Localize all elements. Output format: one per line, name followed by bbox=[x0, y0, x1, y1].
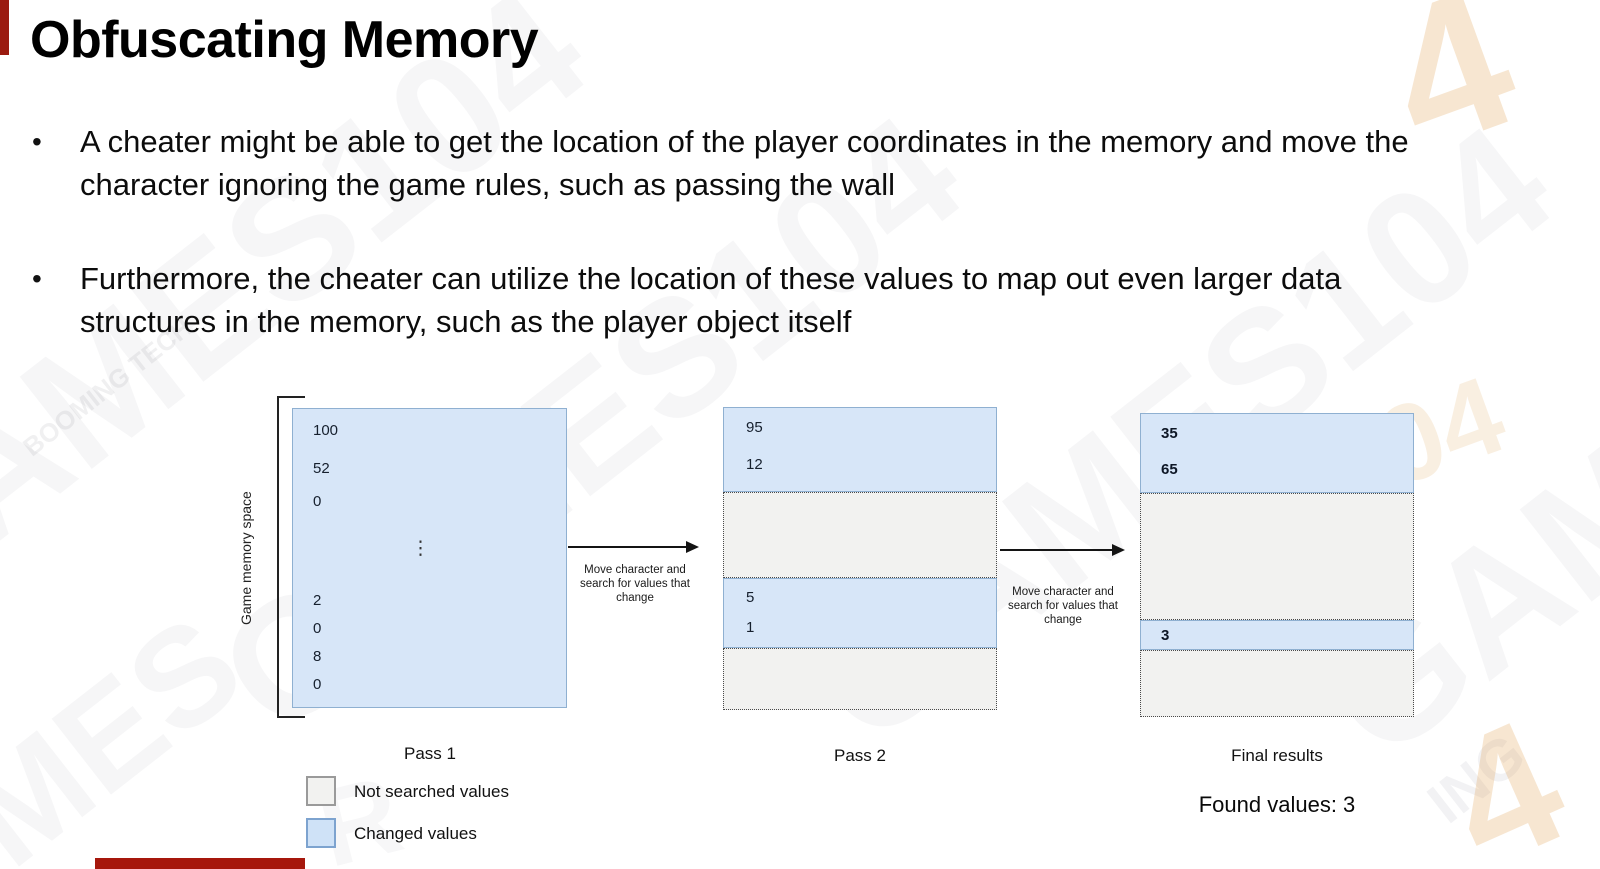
memory-value: 8 bbox=[313, 648, 322, 665]
memory-value: 1 bbox=[746, 619, 755, 636]
arrow-caption-line: change bbox=[1044, 614, 1082, 626]
arrow-caption-line: search for values that bbox=[1008, 600, 1118, 612]
memory-value: 12 bbox=[746, 456, 763, 473]
legend-label: Not searched values bbox=[354, 782, 509, 801]
pass2-label: Pass 2 bbox=[834, 746, 886, 765]
memory-value: 0 bbox=[313, 493, 322, 510]
memory-value: 0 bbox=[313, 676, 322, 693]
found-values-text: Found values: 3 bbox=[1198, 792, 1356, 817]
arrow-caption: Move character and search for values tha… bbox=[550, 563, 720, 605]
arrow-right-icon bbox=[1000, 549, 1112, 551]
legend-label: Changed values bbox=[354, 824, 477, 843]
bullet-item: • Furthermore, the cheater can utilize t… bbox=[32, 257, 1492, 343]
arrow-caption-line: Move character and bbox=[584, 564, 686, 576]
arrow-caption-line: Move character and bbox=[1012, 586, 1114, 598]
memory-value: 65 bbox=[1161, 461, 1178, 478]
pass1-memory-box: 100 52 0 ⋮ 2 0 8 0 bbox=[292, 408, 567, 708]
memory-value: 5 bbox=[746, 589, 755, 606]
pass2-memory-box: 95 12 5 1 bbox=[723, 407, 997, 710]
bullet-marker: • bbox=[32, 263, 42, 294]
watermark-text: 4 bbox=[1418, 681, 1592, 869]
bullet-marker: • bbox=[32, 126, 42, 157]
not-searched-section bbox=[723, 492, 997, 578]
legend-swatch-changed bbox=[306, 818, 336, 848]
legend-swatch-not-searched bbox=[306, 776, 336, 806]
watermark-text: R bbox=[306, 750, 414, 869]
pass1-label: Pass 1 bbox=[404, 744, 456, 763]
memory-space-bracket bbox=[277, 396, 305, 718]
bullet-text: A cheater might be able to get the locat… bbox=[80, 124, 1409, 202]
memory-value: 95 bbox=[746, 419, 763, 436]
red-accent-bar-bottom bbox=[95, 858, 305, 869]
not-searched-section bbox=[723, 648, 997, 710]
arrow-right-icon bbox=[686, 541, 699, 553]
changed-values-section: 3 bbox=[1140, 620, 1414, 650]
ellipsis: ⋮ bbox=[411, 538, 430, 559]
arrow-right-icon bbox=[1112, 544, 1125, 556]
bullet-text: Furthermore, the cheater can utilize the… bbox=[80, 261, 1342, 339]
not-searched-section bbox=[1140, 493, 1414, 620]
changed-values-section: 95 12 bbox=[723, 407, 997, 492]
arrow-right-icon bbox=[568, 546, 686, 548]
memory-value: 0 bbox=[313, 620, 322, 637]
bullet-item: • A cheater might be able to get the loc… bbox=[32, 120, 1492, 206]
arrow-caption-line: search for values that bbox=[580, 578, 690, 590]
final-results-label: Final results bbox=[1231, 746, 1323, 765]
memory-value: 35 bbox=[1161, 425, 1178, 442]
memory-value: 52 bbox=[313, 460, 330, 477]
arrow-caption: Move character and search for values tha… bbox=[978, 585, 1148, 627]
changed-values-section: 35 65 bbox=[1140, 413, 1414, 493]
changed-values-section: 5 1 bbox=[723, 578, 997, 648]
red-accent-bar-top bbox=[0, 0, 9, 55]
arrow-caption-line: change bbox=[616, 592, 654, 604]
memory-value: 2 bbox=[313, 592, 322, 609]
memory-axis-label: Game memory space bbox=[238, 491, 254, 625]
memory-value: 3 bbox=[1161, 627, 1170, 644]
memory-value: 100 bbox=[313, 422, 339, 439]
final-results-memory-box: 35 65 3 bbox=[1140, 413, 1414, 717]
page-title: Obfuscating Memory bbox=[30, 11, 539, 69]
not-searched-section bbox=[1140, 650, 1414, 717]
